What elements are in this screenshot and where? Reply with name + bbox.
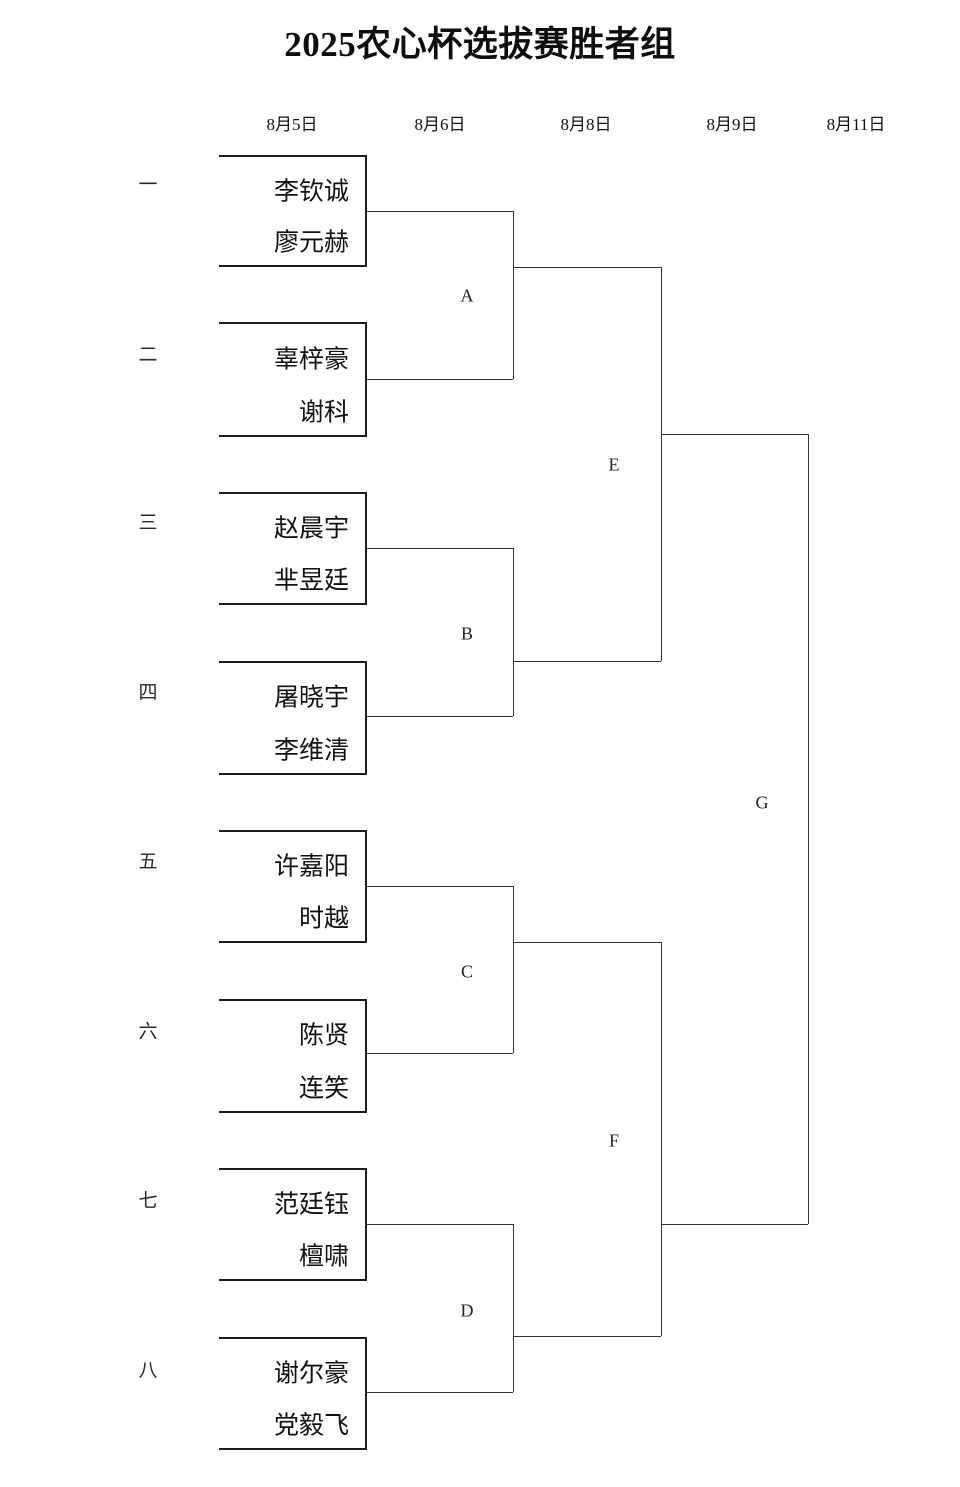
- player-name: 谢科: [298, 399, 349, 427]
- seed-label-6: 六: [138, 1021, 158, 1043]
- round-header-4: 8月9日: [706, 115, 758, 134]
- seed-label-2: 二: [138, 344, 158, 366]
- match-box[interactable]: 屠晓宇李维清: [219, 661, 367, 775]
- seed-label-7: 七: [138, 1190, 158, 1212]
- seed-label-4: 四: [138, 682, 158, 704]
- connector-top-line: [513, 942, 661, 943]
- player-name: 李钦诚: [273, 178, 349, 206]
- page-title: 2025农心杯选拔赛胜者组: [284, 25, 676, 64]
- connector-top-line: [661, 434, 808, 435]
- round-header-2: 8月6日: [414, 115, 466, 134]
- connector-bottom-line: [367, 379, 513, 380]
- player-name: 范廷钰: [273, 1191, 349, 1219]
- round-header-5: 8月11日: [826, 115, 886, 134]
- seed-label-8: 八: [138, 1360, 158, 1382]
- connector-label-d: D: [460, 1300, 474, 1321]
- seed-label-5: 五: [138, 851, 158, 873]
- connector-vertical-line: [513, 548, 514, 716]
- connector-label-c: C: [460, 961, 474, 982]
- player-name: 屠晓宇: [273, 684, 349, 712]
- connector-vertical-line: [513, 1224, 514, 1392]
- connector-label-f: F: [608, 1130, 620, 1151]
- seed-label-1: 一: [138, 174, 158, 196]
- match-box[interactable]: 陈贤连笑: [219, 999, 367, 1113]
- player-name: 陈贤: [298, 1022, 349, 1050]
- connector-top-line: [367, 211, 513, 212]
- player-name: 赵晨宇: [273, 515, 349, 543]
- connector-label-b: B: [460, 623, 474, 644]
- connector-vertical-line: [661, 942, 662, 1336]
- player-name: 时越: [298, 905, 349, 933]
- connector-vertical-line: [808, 434, 809, 1224]
- match-box[interactable]: 赵晨宇芈昱廷: [219, 492, 367, 605]
- player-name: 谢尔豪: [273, 1360, 349, 1388]
- player-name: 芈昱廷: [273, 567, 349, 595]
- connector-bottom-line: [513, 1336, 661, 1337]
- connector-top-line: [367, 548, 513, 549]
- round-header-1: 8月5日: [266, 115, 318, 134]
- connector-top-line: [367, 886, 513, 887]
- connector-bottom-line: [367, 1392, 513, 1393]
- player-name: 廖元赫: [273, 229, 349, 257]
- player-name: 连笑: [298, 1075, 349, 1103]
- match-box[interactable]: 辜梓豪谢科: [219, 322, 367, 437]
- player-name: 檀啸: [298, 1243, 349, 1271]
- connector-top-line: [513, 267, 661, 268]
- seed-label-3: 三: [138, 512, 158, 534]
- connector-vertical-line: [513, 211, 514, 379]
- player-name: 党毅飞: [273, 1412, 349, 1440]
- match-box[interactable]: 范廷钰檀啸: [219, 1168, 367, 1281]
- round-header-3: 8月8日: [560, 115, 612, 134]
- player-name: 李维清: [273, 737, 349, 765]
- connector-label-g: G: [755, 792, 769, 813]
- connector-top-line: [367, 1224, 513, 1225]
- match-box[interactable]: 李钦诚廖元赫: [219, 155, 367, 267]
- player-name: 许嘉阳: [273, 853, 349, 881]
- connector-label-a: A: [460, 285, 474, 306]
- match-box[interactable]: 许嘉阳时越: [219, 830, 367, 943]
- connector-vertical-line: [513, 886, 514, 1053]
- connector-label-e: E: [608, 454, 620, 475]
- connector-bottom-line: [513, 661, 661, 662]
- match-box[interactable]: 谢尔豪党毅飞: [219, 1337, 367, 1450]
- connector-bottom-line: [367, 1053, 513, 1054]
- connector-bottom-line: [661, 1224, 808, 1225]
- connector-bottom-line: [367, 716, 513, 717]
- player-name: 辜梓豪: [273, 346, 349, 374]
- connector-vertical-line: [661, 267, 662, 661]
